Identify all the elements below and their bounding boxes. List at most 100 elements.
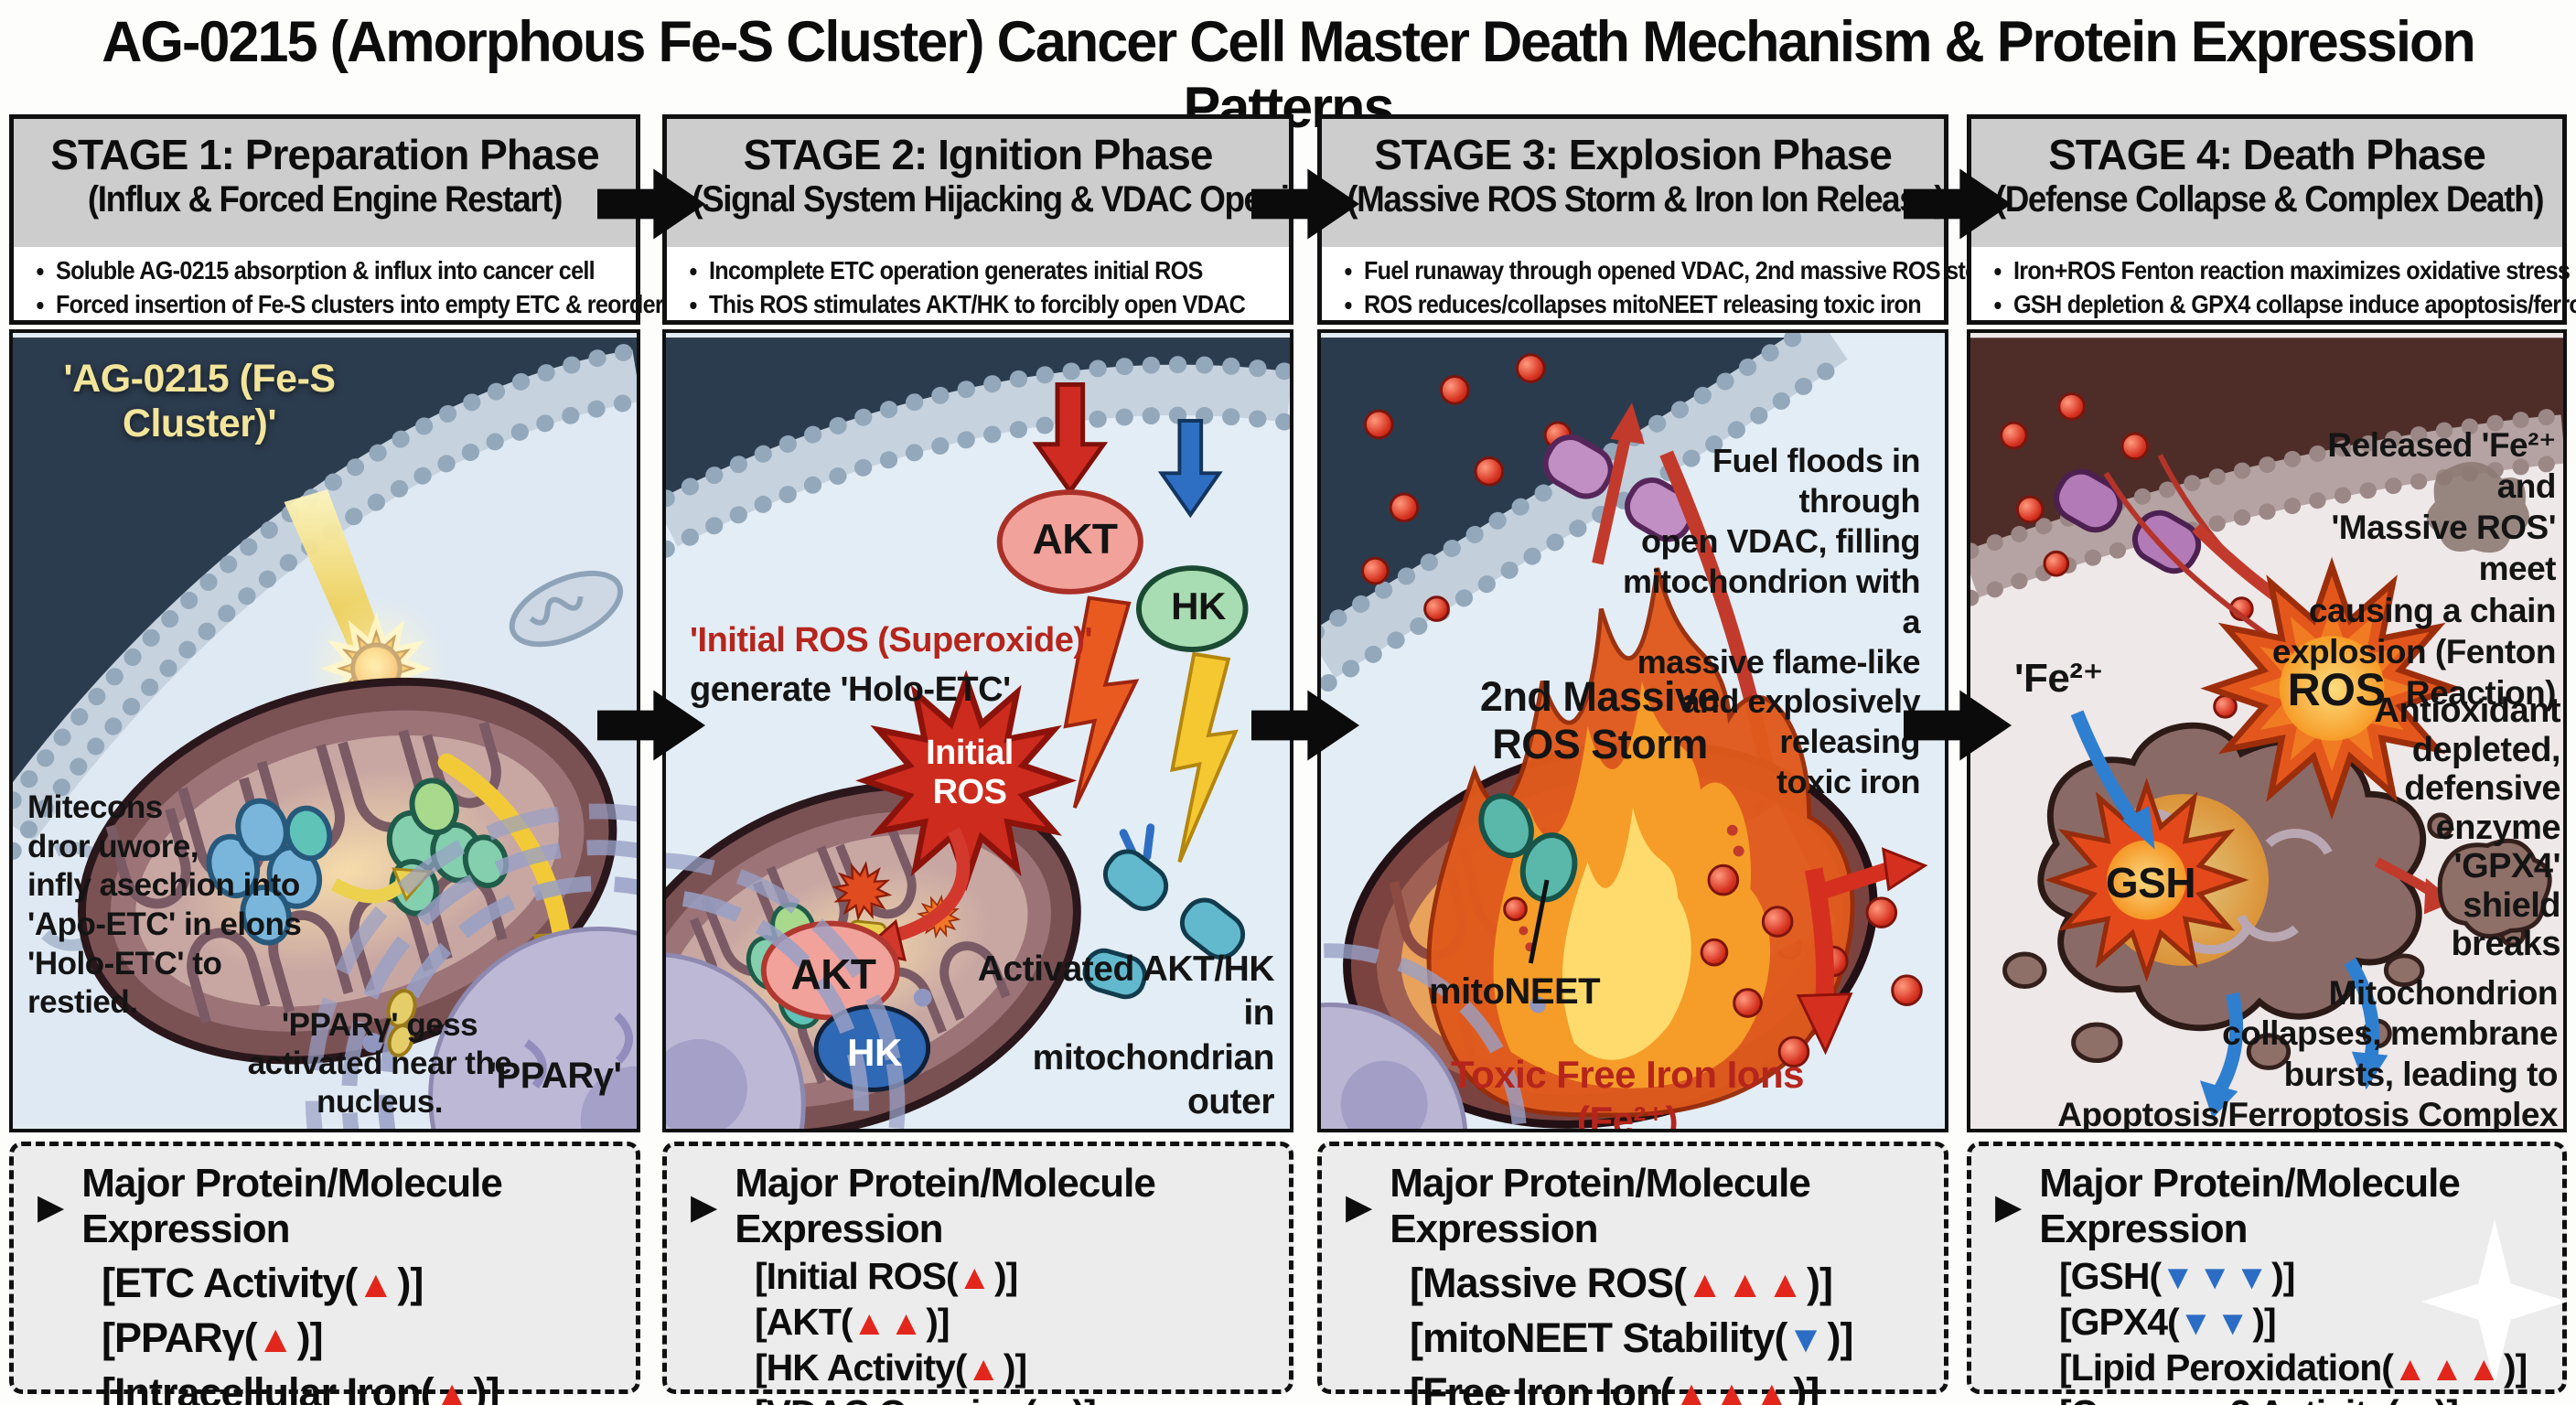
mitoneet-pointer-line bbox=[1528, 879, 1550, 964]
to-nucleus-arrow bbox=[437, 753, 572, 951]
stage3-header: STAGE 3: Explosion Phase (Massive ROS St… bbox=[1317, 114, 2007, 325]
stage1-illustration: 'AG-0215 (Fe-S Cluster)' Mitecons dror u… bbox=[9, 329, 640, 1132]
akt-label: AKT bbox=[1032, 515, 1118, 563]
triangle-right-icon: ▶ bbox=[691, 1187, 717, 1227]
akt-lower-label: AKT bbox=[790, 950, 876, 998]
triangle-right-icon: ▶ bbox=[1346, 1187, 1372, 1227]
up-triangle-icon: ▲ bbox=[966, 1349, 1004, 1388]
er-ring bbox=[666, 888, 869, 1129]
debris-blob bbox=[2426, 461, 2529, 553]
apo-etc-cluster bbox=[206, 798, 333, 946]
up-triangle-icon: ▲ bbox=[957, 1258, 994, 1296]
initial-ros-caption: 'Initial ROS (Superoxide)' bbox=[690, 621, 1093, 660]
stage4-right-text-2: Antioxidant depleted, defensive enzyme '… bbox=[2374, 692, 2561, 964]
stage4-column: STAGE 4: Death Phase (Defense Collapse &… bbox=[1967, 114, 2576, 1405]
stage4-title-line1: STAGE 4: Death Phase bbox=[2048, 131, 2486, 178]
red-lightning-icon bbox=[1063, 595, 1140, 809]
stage3-bullets: Fuel runaway through opened VDAC, 2nd ma… bbox=[1364, 254, 2007, 322]
expression-heading-text: Major Protein/Molecule Expression bbox=[1390, 1161, 1811, 1251]
stage4-bottom-text: Mitochondrion collapses, membrane bursts… bbox=[2057, 974, 2558, 1132]
stage1-expression-heading: ▶ Major Protein/Molecule Expression bbox=[38, 1161, 617, 1252]
stage3-illustration: Fuel floods in through open VDAC, fillin… bbox=[1317, 329, 1948, 1132]
stage3-header-title: STAGE 3: Explosion Phase (Massive ROS St… bbox=[1322, 119, 1946, 247]
stage2-illustration: AKT HK 'Initial ROS (Superoxide)' genera… bbox=[662, 329, 1293, 1132]
er-ring bbox=[1321, 943, 1528, 1129]
stage3-bullet-1: Fuel runaway through opened VDAC, 2nd ma… bbox=[1364, 254, 2007, 288]
cell-membrane bbox=[1970, 414, 2563, 598]
ros-out-arrow bbox=[1592, 430, 1633, 565]
stage4-scene-graphic bbox=[1970, 338, 2563, 1124]
stage1-bullet-2: Forced insertion of Fe-S clusters into e… bbox=[56, 288, 696, 322]
expression-item: [Free Iron Ion(▲▲▲)] bbox=[1410, 1369, 1926, 1405]
death-arrow-1 bbox=[2212, 992, 2244, 1097]
stage2-expression-heading: ▶ Major Protein/Molecule Expression bbox=[691, 1161, 1271, 1252]
stage4-header-title: STAGE 4: Death Phase (Defense Collapse &… bbox=[1971, 119, 2562, 247]
stage4-expression-panel: ▶ Major Protein/Molecule Expression [GSH… bbox=[1967, 1142, 2568, 1405]
vdac-channel bbox=[1542, 434, 1695, 542]
expression-item: [HK Activity(▲)] bbox=[755, 1346, 1027, 1389]
triangle-right-icon: ▶ bbox=[38, 1187, 64, 1227]
page-title: AG-0215 (Amorphous Fe-S Cluster) Cancer … bbox=[102, 10, 2475, 140]
ros-storm-label: 2nd Massive ROS Storm bbox=[1479, 673, 1721, 767]
stage4-bullets: Iron+ROS Fenton reaction maximizes oxida… bbox=[2013, 254, 2576, 322]
stage3-expression-heading: ▶ Major Protein/Molecule Expression bbox=[1346, 1161, 1926, 1252]
stage2-title-line2: (Signal System Hijacking & VDAC Opening) bbox=[692, 179, 1338, 220]
stage3-column: STAGE 3: Explosion Phase (Massive ROS St… bbox=[1317, 114, 2007, 1405]
expression-heading-text: Major Protein/Molecule Expression bbox=[735, 1161, 1156, 1251]
mitoneet-label: mitoNEET bbox=[1429, 971, 1601, 1012]
stage1-bullet-1: Soluble AG-0215 absorption & influx into… bbox=[56, 254, 596, 288]
down-triangle-icon: ▼ bbox=[1787, 1318, 1828, 1360]
stage1-body-text: Mitecons dror uwore, infly asechion into… bbox=[27, 789, 302, 1021]
stage3-title-line2: (Massive ROS Storm & Iron Ion Release) bbox=[1347, 179, 1945, 220]
holo-etc-caption: generate 'Holo-ETC' bbox=[690, 670, 1011, 709]
nucleus-ppar-label: 'PPARγ' bbox=[488, 1056, 622, 1096]
stage3-expression-panel: ▶ Major Protein/Molecule Expression [Mas… bbox=[1317, 1142, 1948, 1405]
up-triangle-icon: ▲ bbox=[2398, 1395, 2434, 1405]
nucleolus bbox=[666, 1039, 747, 1129]
er-ring bbox=[377, 875, 637, 1129]
stage2-title-line1: STAGE 2: Ignition Phase bbox=[743, 131, 1214, 178]
cell-membrane bbox=[666, 364, 1290, 547]
stage2-column: STAGE 2: Ignition Phase (Signal System H… bbox=[662, 114, 1338, 1405]
expression-heading-text: Major Protein/Molecule Expression bbox=[81, 1161, 503, 1251]
stage3-scene-graphic bbox=[1321, 333, 1945, 1129]
nucleolus bbox=[580, 1066, 637, 1129]
expression-item: [PPARγ(▲)] bbox=[102, 1314, 324, 1361]
stage4-bullet-2: GSH depletion & GPX4 collapse induce apo… bbox=[2013, 288, 2576, 322]
stage2-header-title: STAGE 2: Ignition Phase (Signal System H… bbox=[667, 119, 1338, 247]
expression-item: [ETC Activity(▲)] bbox=[102, 1260, 424, 1306]
hk-lower-label: HK bbox=[847, 1031, 902, 1074]
stage2-bullet-2: This ROS stimulates AKT/HK to forcibly o… bbox=[709, 288, 1246, 322]
background-mitochondrion-icon bbox=[509, 570, 624, 648]
stage2-expression-panel: ▶ Major Protein/Molecule Expression [Ini… bbox=[662, 1142, 1293, 1405]
yellow-lightning-icon bbox=[1170, 651, 1239, 863]
down-triangle-icon: ▼▼ bbox=[2178, 1303, 2253, 1342]
cell-exterior bbox=[13, 338, 637, 826]
expression-item: [GPX4(▼▼)] bbox=[2059, 1301, 2277, 1343]
stage4-title-line2: (Defense Collapse & Complex Death) bbox=[1994, 179, 2545, 220]
stage3-title-line1: STAGE 3: Explosion Phase bbox=[1374, 131, 1893, 178]
stage4-expression-heading: ▶ Major Protein/Molecule Expression bbox=[1995, 1161, 2544, 1252]
stage4-bullet-1: Iron+ROS Fenton reaction maximizes oxida… bbox=[2013, 254, 2571, 288]
gsh-burst-label: GSH bbox=[2105, 859, 2196, 906]
cluster-transfer-arrow bbox=[330, 877, 408, 904]
expression-item: [Initial ROS(▲)] bbox=[755, 1255, 1018, 1297]
expression-item: [Lipid Peroxidation(▲▲▲)] bbox=[2059, 1346, 2528, 1389]
ligand-molecule bbox=[386, 989, 417, 1057]
activation-arrow bbox=[883, 827, 971, 945]
hk-label: HK bbox=[1171, 585, 1226, 627]
stage1-scene-graphic bbox=[13, 338, 637, 1129]
nucleus bbox=[305, 803, 637, 1129]
akt-signal-arrow bbox=[1032, 381, 1109, 496]
akt-oval bbox=[996, 489, 1143, 595]
stage1-column: STAGE 1: Preparation Phase (Influx & For… bbox=[9, 114, 696, 1405]
iron-release-arrow-down bbox=[1804, 867, 1834, 1006]
fragments bbox=[2002, 812, 2552, 1070]
up-triangle-icon: ▲ bbox=[1036, 1395, 1072, 1405]
down-triangle-icon: ▼▼▼ bbox=[2161, 1258, 2272, 1296]
expression-item: [GSH(▼▼▼)] bbox=[2059, 1255, 2295, 1297]
up-triangle-icon: ▲▲ bbox=[852, 1303, 927, 1342]
vdac-channel bbox=[2054, 468, 2202, 574]
up-triangle-icon: ▲ bbox=[433, 1373, 474, 1405]
